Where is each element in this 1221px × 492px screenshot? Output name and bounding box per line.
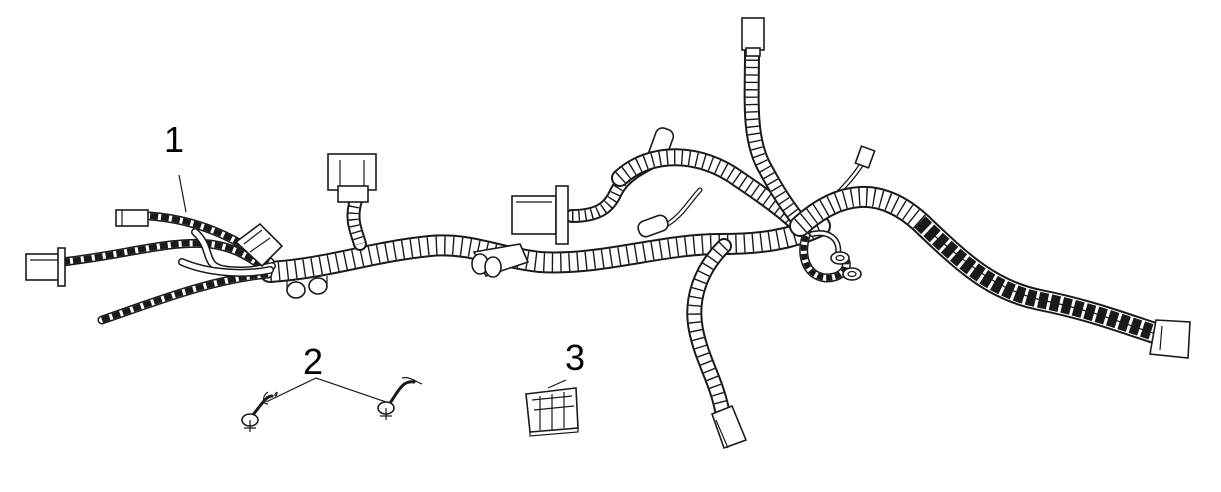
branch-down [686, 238, 748, 450]
left-flat-cables [57, 211, 276, 325]
left-connector-upper [115, 209, 149, 227]
junction-connector [234, 222, 284, 268]
branch-top [741, 17, 808, 230]
callout-3: 3 [565, 337, 586, 378]
ring-terminals [799, 230, 862, 283]
right-flat-cable [789, 185, 1191, 359]
main-trunk [259, 215, 831, 283]
callout-2: 2 [303, 341, 324, 382]
branch-stub [637, 187, 703, 238]
trunk-caps [286, 276, 328, 299]
branch-upper-left [327, 153, 377, 251]
trunk-clamp [471, 243, 530, 278]
clip-pair [241, 377, 423, 432]
callout-1: 1 [164, 119, 185, 160]
leader-line-1 [178, 174, 187, 213]
relay-connector [525, 379, 579, 437]
left-connector-lower [25, 247, 66, 287]
